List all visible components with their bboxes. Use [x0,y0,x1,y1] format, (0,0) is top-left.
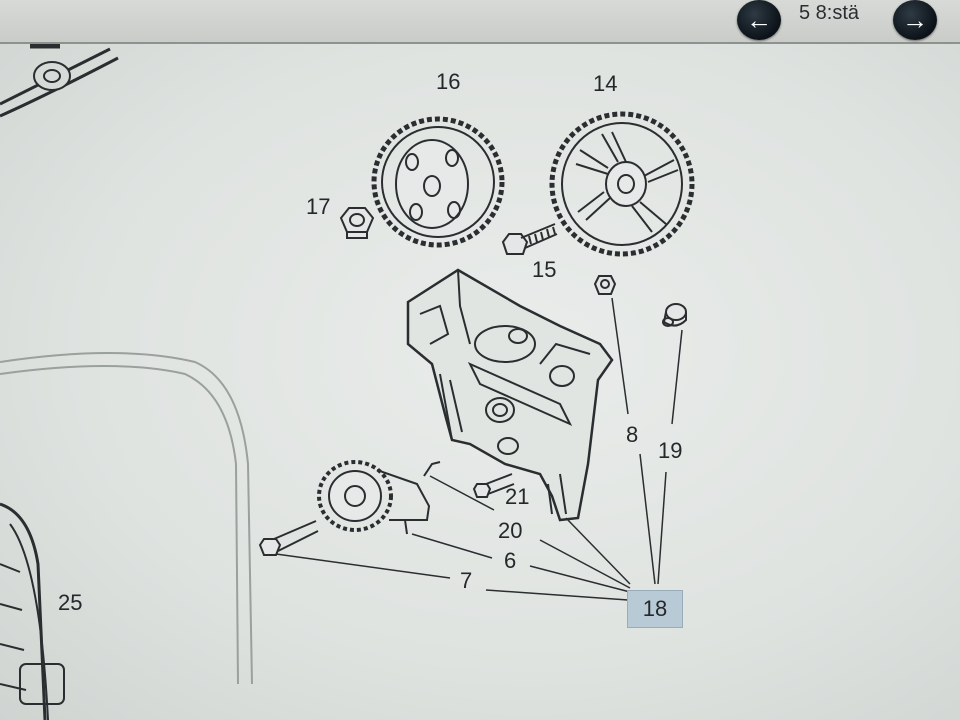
leader-lines [275,297,683,601]
callout-21: 21 [505,484,530,509]
nut-8 [593,275,617,295]
nut-17 [339,207,375,239]
callout-25: 25 [58,590,83,615]
arrow-right-icon: → [902,4,928,35]
arrow-left-icon: ← [746,4,772,35]
callout-6: 6 [504,548,517,573]
hose-clip-part [0,44,119,118]
callout-8: 8 [626,422,639,447]
callout-17: 17 [306,194,331,219]
bolt-15 [501,223,558,255]
callout-18: 18 [642,596,668,621]
diagram-drawing [0,44,695,720]
spacer-19 [662,303,687,327]
previous-page-button[interactable]: ← [737,0,781,40]
callout-7: 7 [460,568,473,593]
timing-cover-outline [0,352,253,685]
mounting-bracket-18 [406,268,614,522]
callout-16: 16 [436,69,461,94]
page-indicator: 5 8:stä [799,2,860,24]
next-page-button[interactable]: → [893,0,937,40]
parts-diagram: 16 14 17 15 8 19 21 20 6 7 25 18 [0,44,960,720]
camshaft-gear-14 [549,111,695,257]
callout-15: 15 [532,257,557,282]
callout-19: 19 [658,438,683,463]
callout-14: 14 [593,71,618,96]
callout-18-highlighted[interactable]: 18 [627,590,683,628]
bolt-7 [258,520,319,556]
callout-20: 20 [498,518,523,543]
engine-block-part-25 [0,502,65,720]
toolbar: ← 5 8:stä → [0,0,960,44]
bolt-21 [472,473,515,498]
idler-pulley-6 [317,460,431,535]
camshaft-gear-16 [371,116,505,248]
pin-20 [423,461,441,477]
